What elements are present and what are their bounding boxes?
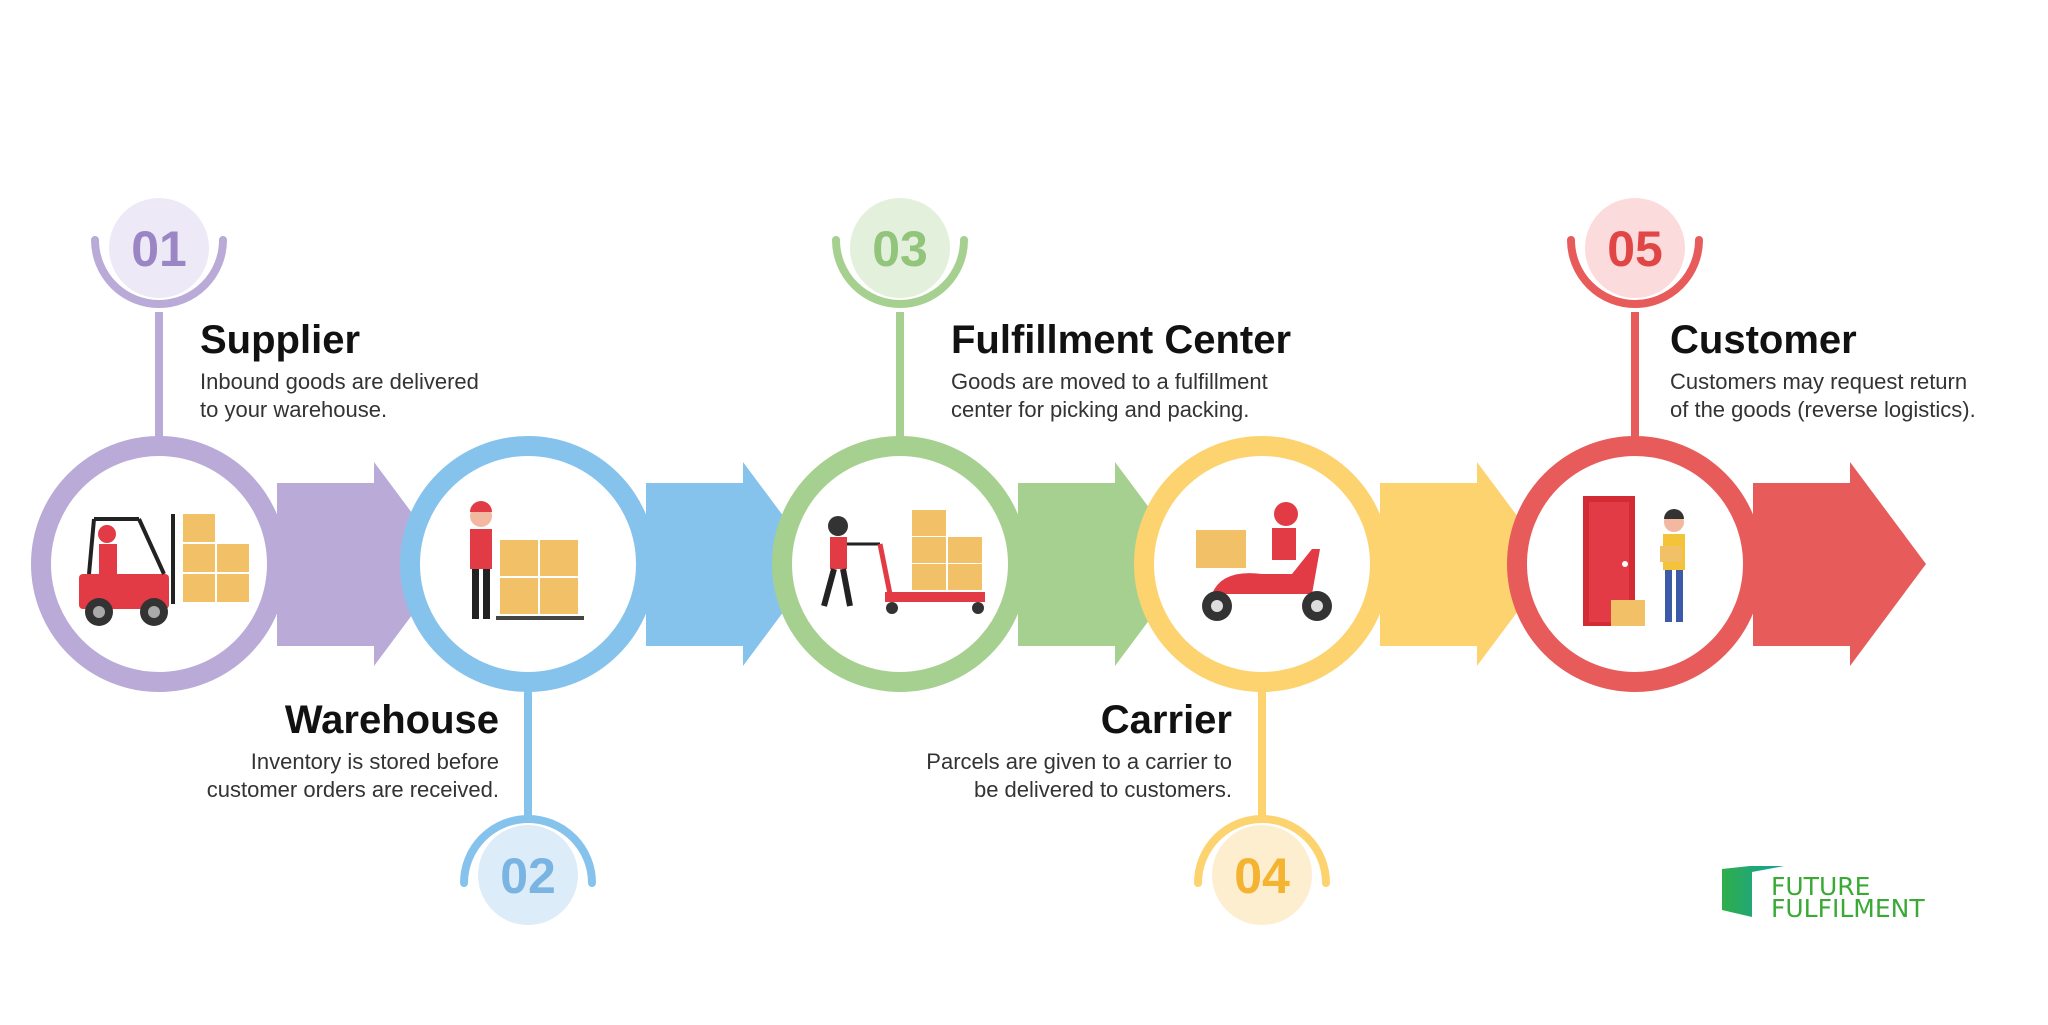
arrow-step-04 (1380, 462, 1553, 666)
step-title: Warehouse (285, 698, 499, 742)
badge-cup-04 (1194, 815, 1330, 887)
pallet-jack-icon (821, 510, 985, 614)
future-fulfilment-logo: FUTURE FULFILMENT (1722, 866, 1925, 923)
badge-cup-03 (832, 236, 968, 308)
step-description-line: center for picking and packing. (951, 397, 1249, 422)
step-description-line: Customers may request return (1670, 369, 1967, 394)
step-badge-01 (109, 198, 209, 298)
step-description-line: to your warehouse. (200, 397, 387, 422)
step-badge-04 (1212, 825, 1312, 925)
step-number: 03 (872, 221, 928, 277)
step-description-line: be delivered to customers. (974, 777, 1232, 802)
logo-line2: FULFILMENT (1771, 894, 1925, 923)
forklift-icon (79, 514, 249, 626)
step-circle-03 (772, 436, 1028, 692)
step-title: Customer (1670, 318, 1857, 362)
step-badge-05 (1585, 198, 1685, 298)
step-title: Fulfillment Center (951, 318, 1291, 362)
step-badge-03 (850, 198, 950, 298)
step-badge-02 (478, 825, 578, 925)
badge-cup-05 (1567, 236, 1703, 308)
step-title: Supplier (200, 318, 360, 362)
step-number: 02 (500, 848, 556, 904)
step-circle-04 (1134, 436, 1390, 692)
step-description-line: Inventory is stored before (251, 749, 499, 774)
delivery-scooter-icon (1196, 502, 1332, 621)
step-number: 05 (1607, 221, 1663, 277)
step-description-line: Parcels are given to a carrier to (926, 749, 1232, 774)
step-description-line: customer orders are received. (207, 777, 499, 802)
warehouse-worker-icon (470, 501, 584, 620)
arrow-step-05 (1753, 462, 1926, 666)
arrow-step-01 (277, 462, 450, 666)
arrow-step-02 (646, 462, 819, 666)
badge-cup-02 (460, 815, 596, 887)
step-title: Carrier (1101, 698, 1232, 742)
logo-line1: FUTURE (1771, 872, 1870, 901)
customer-door-icon (1583, 496, 1685, 626)
badge-cup-01 (91, 236, 227, 308)
step-number: 01 (131, 221, 187, 277)
step-description-line: Goods are moved to a fulfillment (951, 369, 1268, 394)
step-number: 04 (1234, 848, 1290, 904)
step-description-line: Inbound goods are delivered (200, 369, 479, 394)
step-description-line: of the goods (reverse logistics). (1670, 397, 1976, 422)
